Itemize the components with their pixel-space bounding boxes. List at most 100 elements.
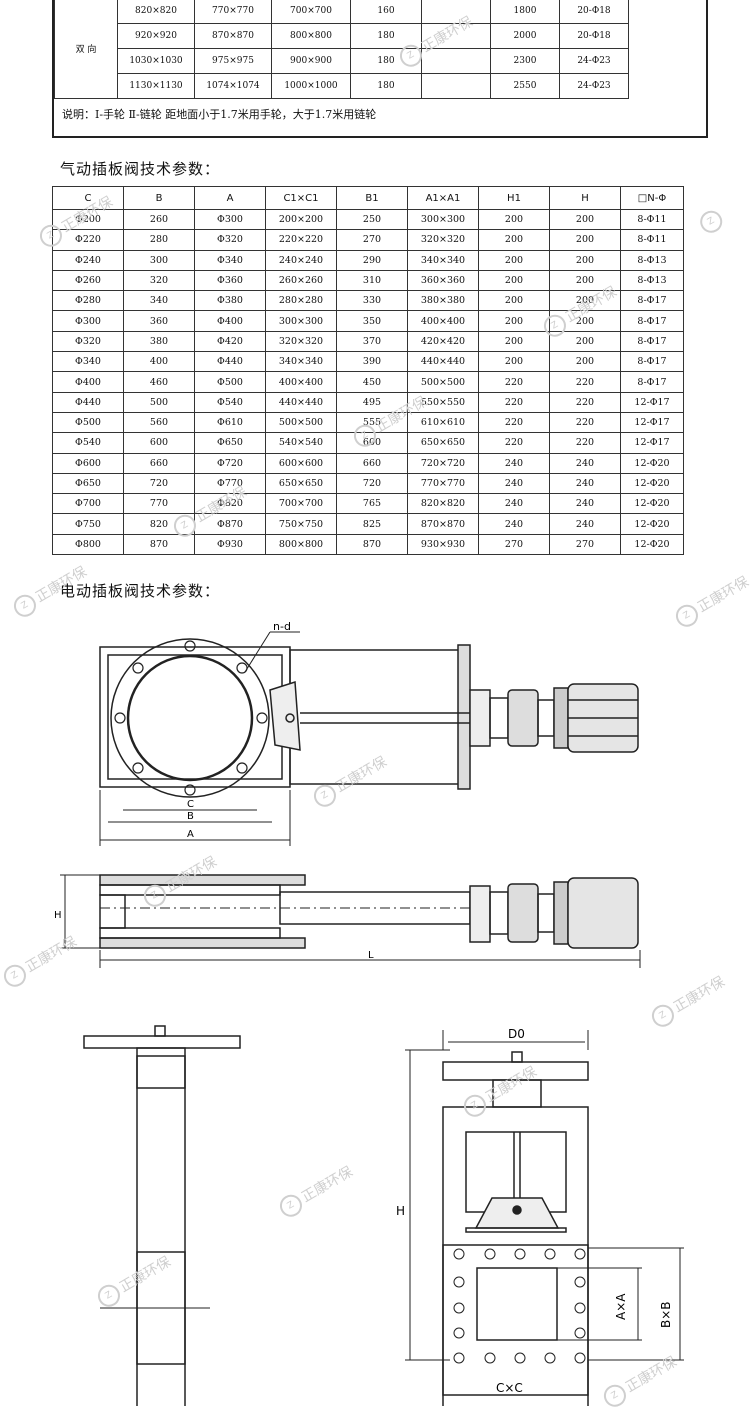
table-cell: 660 [336,452,408,474]
table-cell: 600 [123,432,195,454]
table-cell: 340×340 [407,249,479,271]
table-cell: 720×720 [407,452,479,474]
table-cell: 500×500 [265,411,337,434]
table-cell: 660 [123,452,195,474]
table-cell: 220 [478,391,550,413]
table-cell: Φ650 [194,432,266,454]
table-cell: 1074×1074 [194,73,272,99]
table-cell: 770 [123,493,195,515]
watermark: Z [696,205,729,237]
table-cell: 1130×1130 [117,73,195,99]
table-cell: Φ420 [194,330,266,353]
table-cell: 220 [478,411,550,434]
table-cell: 270 [336,229,408,251]
table-cell: 8-Φ13 [620,249,684,271]
table-cell: 370 [336,330,408,353]
table-cell: 900×900 [271,48,351,74]
table-cell: 12-Φ17 [620,391,684,413]
table-cell: 330 [336,290,408,312]
table-cell: Φ320 [52,330,124,353]
table-cell: Φ400 [52,371,124,393]
table-cell: Φ610 [194,411,266,434]
table-cell: 240 [549,452,621,474]
table-cell: Φ930 [194,533,266,556]
table-cell: 12-Φ17 [620,411,684,434]
table-cell: Φ540 [194,391,266,413]
table-cell: 8-Φ17 [620,310,684,332]
table-cell: 12-Φ20 [620,452,684,474]
table-cell: 240 [549,513,621,535]
table-note: 说明：Ⅰ-手轮 Ⅱ-链轮 距地面小于1.7米用手轮，大于1.7米用链轮 [62,108,377,121]
table-cell: 650×650 [265,472,337,495]
table-cell: 24-Φ23 [559,73,629,99]
table-cell: 340×340 [265,351,337,373]
table-cell: Φ400 [194,310,266,332]
table-cell: 400×400 [265,371,337,393]
table-cell: 200 [478,330,550,353]
column-header: A [194,186,266,210]
table-cell [421,23,491,49]
table-cell: Φ440 [52,391,124,413]
table-cell: 12-Φ20 [620,513,684,535]
table-cell: 250 [336,208,408,231]
table-cell: 12-Φ20 [620,493,684,515]
table-cell: Φ600 [52,452,124,474]
table-cell: 20-Φ18 [559,23,629,49]
right-elevation-drawing: D0 H A×A B×B C×C [396,1027,684,1406]
table-cell: 2300 [490,48,560,74]
table-cell: 260 [123,208,195,231]
table-cell: 440×440 [407,351,479,373]
table-cell: 240 [549,472,621,495]
table-cell [421,73,491,99]
table-cell: 800×800 [271,23,351,49]
table-cell: 560 [123,411,195,434]
pneumatic-section-title: 气动插板阀技术参数： [60,160,221,178]
table-cell: 8-Φ17 [620,351,684,373]
table-cell: Φ500 [52,411,124,434]
table-cell: 1800 [490,0,560,24]
table-cell: Φ300 [194,208,266,231]
watermark-logo-icon: Z [696,206,727,237]
table-cell: 240 [478,452,550,474]
table-cell: 300×300 [407,208,479,231]
table-cell: 2000 [490,23,560,49]
dim-label-height: H [396,1204,405,1218]
column-header: C1×C1 [265,186,337,210]
table-cell: 380 [123,330,195,353]
table-cell: 240 [478,493,550,515]
table-cell: 770×770 [407,472,479,495]
table-cell: 200 [549,249,621,271]
table-cell: 8-Φ17 [620,290,684,312]
table-cell: 8-Φ11 [620,208,684,231]
table-cell: 8-Φ17 [620,371,684,393]
table-cell: 270 [478,533,550,556]
table-cell: 300 [123,249,195,271]
table-cell: Φ440 [194,351,266,373]
table-cell: 200×200 [265,208,337,231]
table-row: 920×920 870×870 800×800 180 2000 20-Φ18 [55,23,629,49]
table-cell: 160 [350,0,422,24]
table-cell: 750×750 [265,513,337,535]
table-cell: 390 [336,351,408,373]
table-cell: 310 [336,269,408,292]
bolt-hole-label: n-d [273,620,291,633]
table-cell: 8-Φ13 [620,269,684,292]
group-label-cell: 双 向 [54,0,118,99]
table-cell: 280×280 [265,290,337,312]
table-cell: 24-Φ23 [559,48,629,74]
table-cell: 380×380 [407,290,479,312]
table-cell: Φ260 [52,269,124,292]
dim-label-h: H [54,910,62,921]
table-cell: 260×260 [265,269,337,292]
